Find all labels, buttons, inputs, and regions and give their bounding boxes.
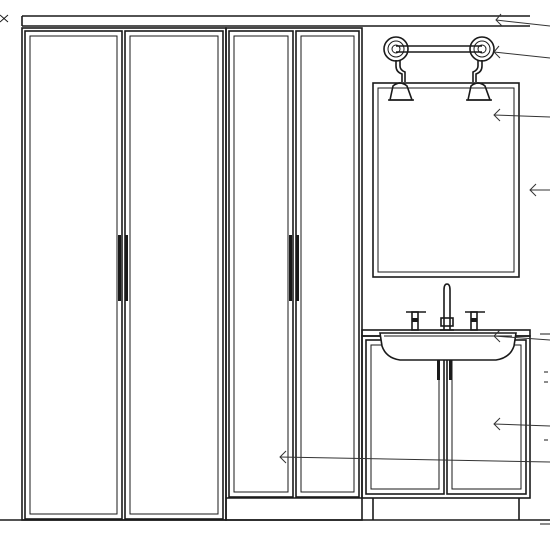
sconce-right: [466, 60, 492, 101]
callout-arrow-wall: [529, 183, 550, 197]
tall-cabinet-left: [21, 27, 227, 521]
door-panel-3[interactable]: [228, 30, 294, 498]
vanity-door-right[interactable]: [446, 339, 527, 495]
door-handle-icon[interactable]: [296, 235, 299, 301]
vanity-door-left[interactable]: [365, 339, 445, 495]
door-handle-icon[interactable]: [437, 345, 440, 380]
door-handle-icon[interactable]: [118, 235, 121, 301]
sink-basin: [379, 332, 517, 361]
callout-arrow-vanity: [493, 417, 550, 431]
lamp-shade-icon: [467, 82, 492, 101]
callout-arrow-sink: [493, 329, 550, 343]
edge-marks: [0, 14, 550, 525]
door-handle-icon[interactable]: [289, 235, 292, 301]
callout-arrow-crown: [495, 13, 550, 27]
door-panel-4[interactable]: [295, 30, 360, 498]
callout-arrow-sconce: [493, 45, 550, 59]
door-panel-2[interactable]: [124, 30, 224, 520]
edge-marks-right: [544, 371, 548, 441]
crown-molding: [21, 15, 530, 27]
mirror[interactable]: [372, 82, 520, 278]
door-handle-icon[interactable]: [449, 345, 452, 380]
wall-sconce-bar: [383, 36, 495, 62]
door-panel-1[interactable]: [24, 30, 123, 520]
tall-cabinet-right: [225, 27, 363, 521]
callout-arrow-cabinet: [279, 450, 550, 464]
faucet-icon: [406, 283, 485, 331]
sconce-left: [388, 60, 414, 101]
door-handle-icon[interactable]: [125, 235, 128, 301]
callout-arrow-mirror: [493, 108, 550, 122]
lamp-shade-icon: [389, 82, 414, 101]
